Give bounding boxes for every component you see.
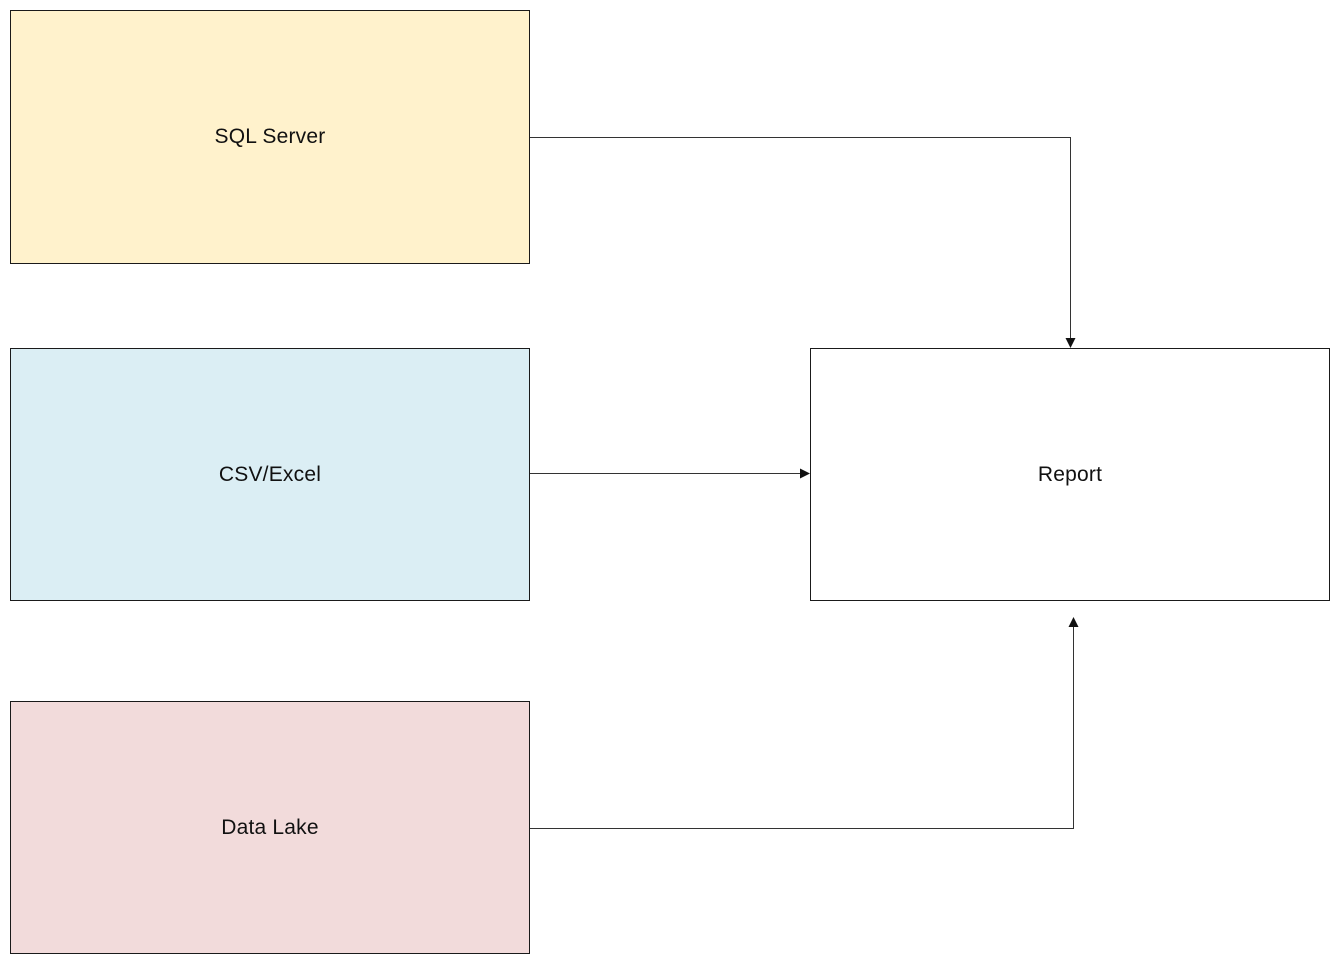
- connector-lake-to-report[interactable]: [530, 617, 1079, 829]
- sql-server-node[interactable]: SQL Server: [10, 10, 530, 264]
- data-lake-node[interactable]: Data Lake: [10, 701, 530, 954]
- report-label: Report: [1037, 462, 1103, 486]
- csv-excel-node[interactable]: CSV/Excel: [10, 348, 530, 601]
- connector-sql-to-report[interactable]: [530, 137, 1076, 348]
- sql-server-label: SQL Server: [214, 125, 326, 148]
- csv-excel-label: CSV/Excel: [218, 462, 322, 486]
- report-node[interactable]: Report: [810, 348, 1330, 601]
- data-lake-label: Data Lake: [221, 815, 319, 839]
